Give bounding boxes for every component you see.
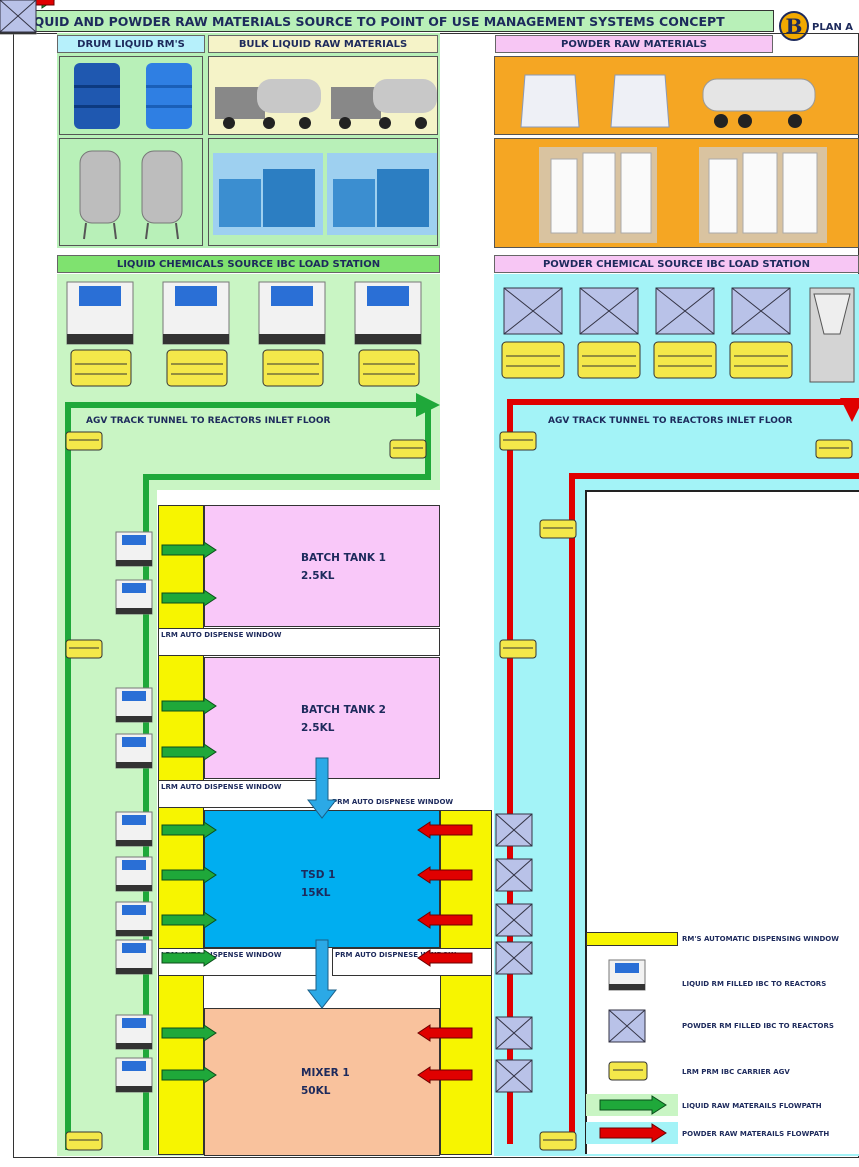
logo-text: PLAN A (812, 22, 854, 33)
legend-liquid-flow-label: LIQUID RAW MATERAILS FLOWPATH (682, 1102, 822, 1110)
header-drum-liquid: DRUM LIQUID RM'S (57, 35, 205, 53)
legend-powder-flow-label: POWDER RAW MATERAILS FLOWPATH (682, 1130, 830, 1138)
powder-tunnel-inner (585, 490, 859, 1154)
down-arrow-1 (306, 757, 338, 819)
powder-agv-path (507, 398, 859, 1144)
silos-icon (539, 147, 827, 243)
steel-tanks-icon (79, 150, 183, 240)
legend-liquid-ibc-icon (608, 959, 646, 991)
blue-drums-icon (74, 63, 192, 129)
header-bulk-liquid: BULK LIQUID RAW MATERIALS (208, 35, 438, 53)
legend-agv-label: LRM PRM IBC CARRIER AGV (682, 1068, 790, 1076)
batch-tank-2-capacity: 2.5KL (301, 722, 335, 734)
legend-window-label: RM'S AUTOMATIC DISPENSING WINDOW (682, 935, 839, 943)
diagram-title: LIQUID AND POWDER RAW MATERIALS SOURCE T… (14, 10, 774, 32)
powder-ibc-station (501, 287, 855, 383)
silo-cell (494, 138, 859, 248)
powder-tunnel-label: AGV TRACK TUNNEL TO REACTORS INLET FLOOR (548, 416, 793, 426)
header-liquid-station: LIQUID CHEMICALS SOURCE IBC LOAD STATION (57, 255, 440, 273)
mixer-1: MIXER 1 50KL (204, 1008, 440, 1156)
powder-agv-return (569, 473, 859, 1144)
bulk-bag-cell (494, 56, 859, 135)
plan-a-logo: B (779, 11, 809, 41)
tsd-1-capacity: 15KL (301, 887, 331, 899)
tanker-trucks-icon (215, 79, 437, 129)
storage-tanks-icon (213, 153, 437, 235)
legend-powder-ibc-label: POWDER RM FILLED IBC TO REACTORS (682, 1022, 834, 1030)
legend-liquid-ibc-label: LIQUID RM FILLED IBC TO REACTORS (682, 980, 827, 988)
header-powder: POWDER RAW MATERIALS (495, 35, 773, 53)
batch-tank-1-name: BATCH TANK 1 (301, 552, 386, 564)
down-arrow-2 (306, 939, 338, 1009)
steel-tank-cell (59, 138, 203, 246)
batch-tank-2-name: BATCH TANK 2 (301, 704, 386, 716)
legend-flow-swatches (586, 1094, 678, 1144)
legend-window-swatch (586, 932, 678, 946)
prm-window-label-1: PRM AUTO DISPNESE WINDOW (330, 796, 490, 808)
liquid-tunnel-label: AGV TRACK TUNNEL TO REACTORS INLET FLOOR (86, 416, 331, 426)
batch-tank-1-capacity: 2.5KL (301, 570, 335, 582)
mixer-1-name: MIXER 1 (301, 1067, 350, 1079)
storage-tank-cell (208, 138, 438, 246)
powder-dispense-bar (440, 810, 492, 1155)
lrm-window-label-1: LRM AUTO DISPENSE WINDOW (158, 628, 440, 656)
legend-powder-ibc-icon (608, 1009, 646, 1043)
liquid-ibc-station (66, 281, 422, 387)
drum-cell (59, 56, 203, 135)
tanker-cell (208, 56, 438, 135)
mixer-1-capacity: 50KL (301, 1085, 331, 1097)
legend-agv-icon (608, 1061, 648, 1081)
bulk-bags-icon (520, 74, 816, 128)
tsd-1: TSD 1 15KL (204, 810, 440, 948)
batch-tank-1: BATCH TANK 1 2.5KL (204, 505, 440, 627)
tsd-1-name: TSD 1 (301, 869, 336, 881)
liquid-agv-return (65, 393, 440, 1150)
